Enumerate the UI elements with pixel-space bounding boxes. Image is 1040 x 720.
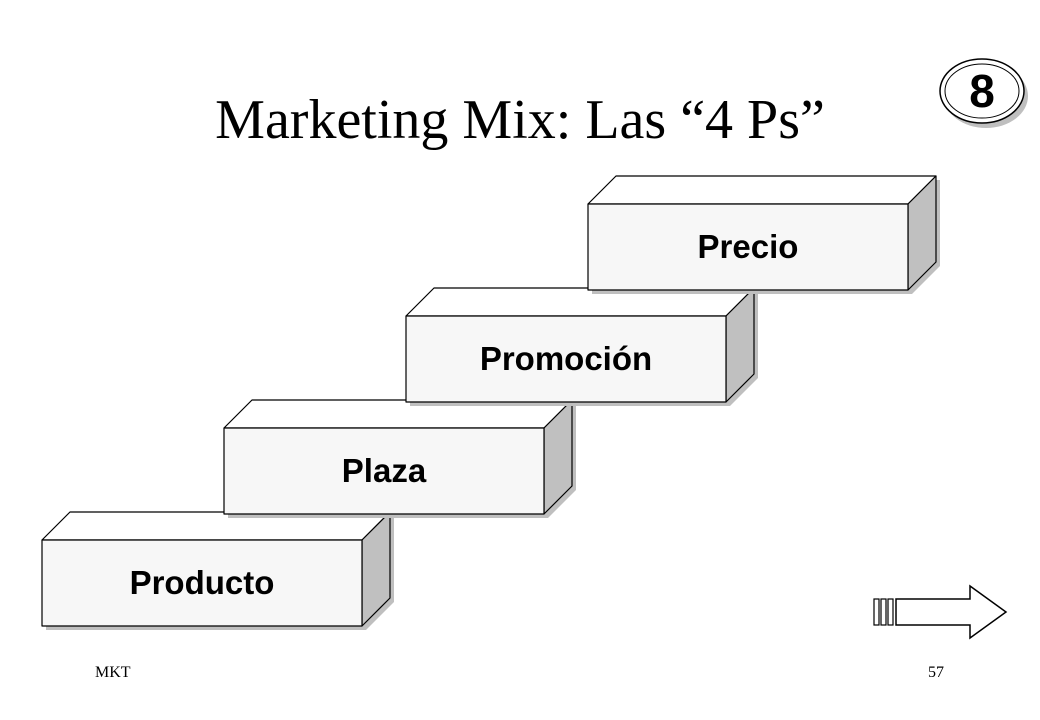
step-front-face: [405, 315, 727, 403]
step-label: Promoción: [479, 340, 653, 377]
step-box: [223, 399, 576, 518]
step-label: Producto: [129, 564, 275, 601]
step-top-face: [587, 175, 937, 205]
slide-title: Marketing Mix: Las “4 Ps”: [215, 89, 825, 151]
slide-number-badge: 8: [969, 65, 995, 117]
step-box: [587, 175, 940, 294]
slide-number-badge-icon: [939, 58, 1028, 128]
step-label: Plaza: [341, 452, 427, 489]
footer-left-text: MKT: [95, 664, 131, 681]
footer-page-number: 57: [928, 664, 944, 681]
step-front-face: [223, 427, 545, 515]
next-arrow-icon[interactable]: [872, 584, 1008, 640]
step-front-face: [587, 203, 909, 291]
step-box: [405, 287, 758, 406]
step-front-face: [41, 539, 363, 627]
step-box: [41, 511, 394, 630]
step-label: Precio: [697, 228, 799, 265]
